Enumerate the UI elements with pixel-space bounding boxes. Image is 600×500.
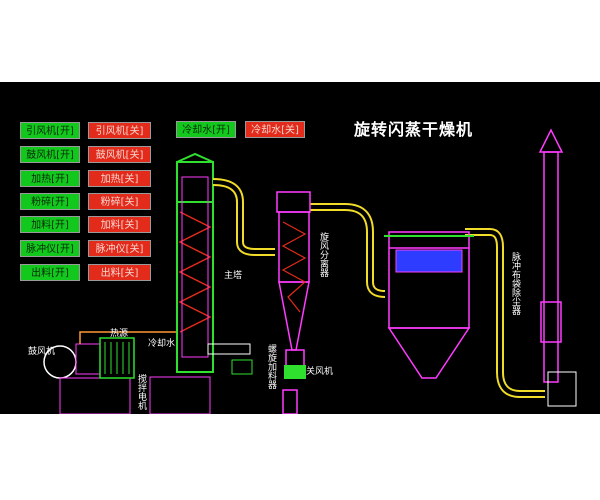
duct-core xyxy=(212,180,545,396)
cyclone-spiral xyxy=(281,221,307,313)
bag-filter xyxy=(387,231,471,379)
hot-air-duct xyxy=(212,178,545,398)
crush-off-button[interactable]: 粉碎[关] xyxy=(88,193,151,210)
blower-unit xyxy=(43,343,131,414)
process-diagram xyxy=(43,128,577,414)
heater-label: 热源 xyxy=(110,329,129,339)
exhaust-stack xyxy=(538,128,564,383)
tower-spiral xyxy=(178,211,212,333)
cyclone-label: 旋风分离器 xyxy=(318,232,328,277)
blower-on-button[interactable]: 鼓风机[开] xyxy=(20,146,80,163)
page-title: 旋转闪蒸干燥机 xyxy=(354,120,474,139)
top-margin xyxy=(0,0,600,82)
feed-on-button[interactable]: 加料[开] xyxy=(20,216,80,233)
base-frame xyxy=(149,376,211,414)
induced-fan-off-button[interactable]: 引风机[关] xyxy=(88,122,151,139)
cooling-water-label: 冷却水 xyxy=(148,339,176,349)
heating-on-button[interactable]: 加热[开] xyxy=(20,170,80,187)
induced-fan xyxy=(547,371,577,407)
feeder-motor xyxy=(231,359,253,375)
discharge-off-button[interactable]: 出料[关] xyxy=(88,264,151,281)
cooling-water-off-button[interactable]: 冷却水[关] xyxy=(245,121,305,138)
induced-fan-on-button[interactable]: 引风机[开] xyxy=(20,122,80,139)
bottom-margin xyxy=(0,414,600,500)
discharge-on-button[interactable]: 出料[开] xyxy=(20,264,80,281)
filter-bags xyxy=(395,249,463,273)
pulse-off-button[interactable]: 脉冲仪[关] xyxy=(88,240,151,257)
crusher-label: 搅拌电机 xyxy=(136,374,146,410)
heating-off-button[interactable]: 加热[关] xyxy=(88,170,151,187)
air-lock-label: 关风机 xyxy=(306,367,334,377)
scada-screen: 旋转闪蒸干燥机 引风机[开] 引风机[关] 鼓风机[开] 鼓风机[关] 加热[开… xyxy=(0,82,600,414)
pulse-on-button[interactable]: 脉冲仪[开] xyxy=(20,240,80,257)
feeder-label: 螺旋加料器 xyxy=(266,344,276,389)
main-tower-label: 主塔 xyxy=(224,271,243,281)
main-tower xyxy=(176,152,214,373)
blower-label: 鼓风机 xyxy=(28,347,56,357)
blower-off-button[interactable]: 鼓风机[关] xyxy=(88,146,151,163)
tower-frame xyxy=(181,176,209,358)
air-lock-valve xyxy=(284,365,306,379)
heater-unit xyxy=(99,337,135,379)
screw-feeder xyxy=(207,343,251,355)
cooling-line xyxy=(79,331,176,344)
cooling-water-on-button[interactable]: 冷却水[开] xyxy=(176,121,236,138)
bag-filter-label: 脉冲布袋除尘器 xyxy=(510,252,520,315)
crush-on-button[interactable]: 粉碎[开] xyxy=(20,193,80,210)
feed-off-button[interactable]: 加料[关] xyxy=(88,216,151,233)
